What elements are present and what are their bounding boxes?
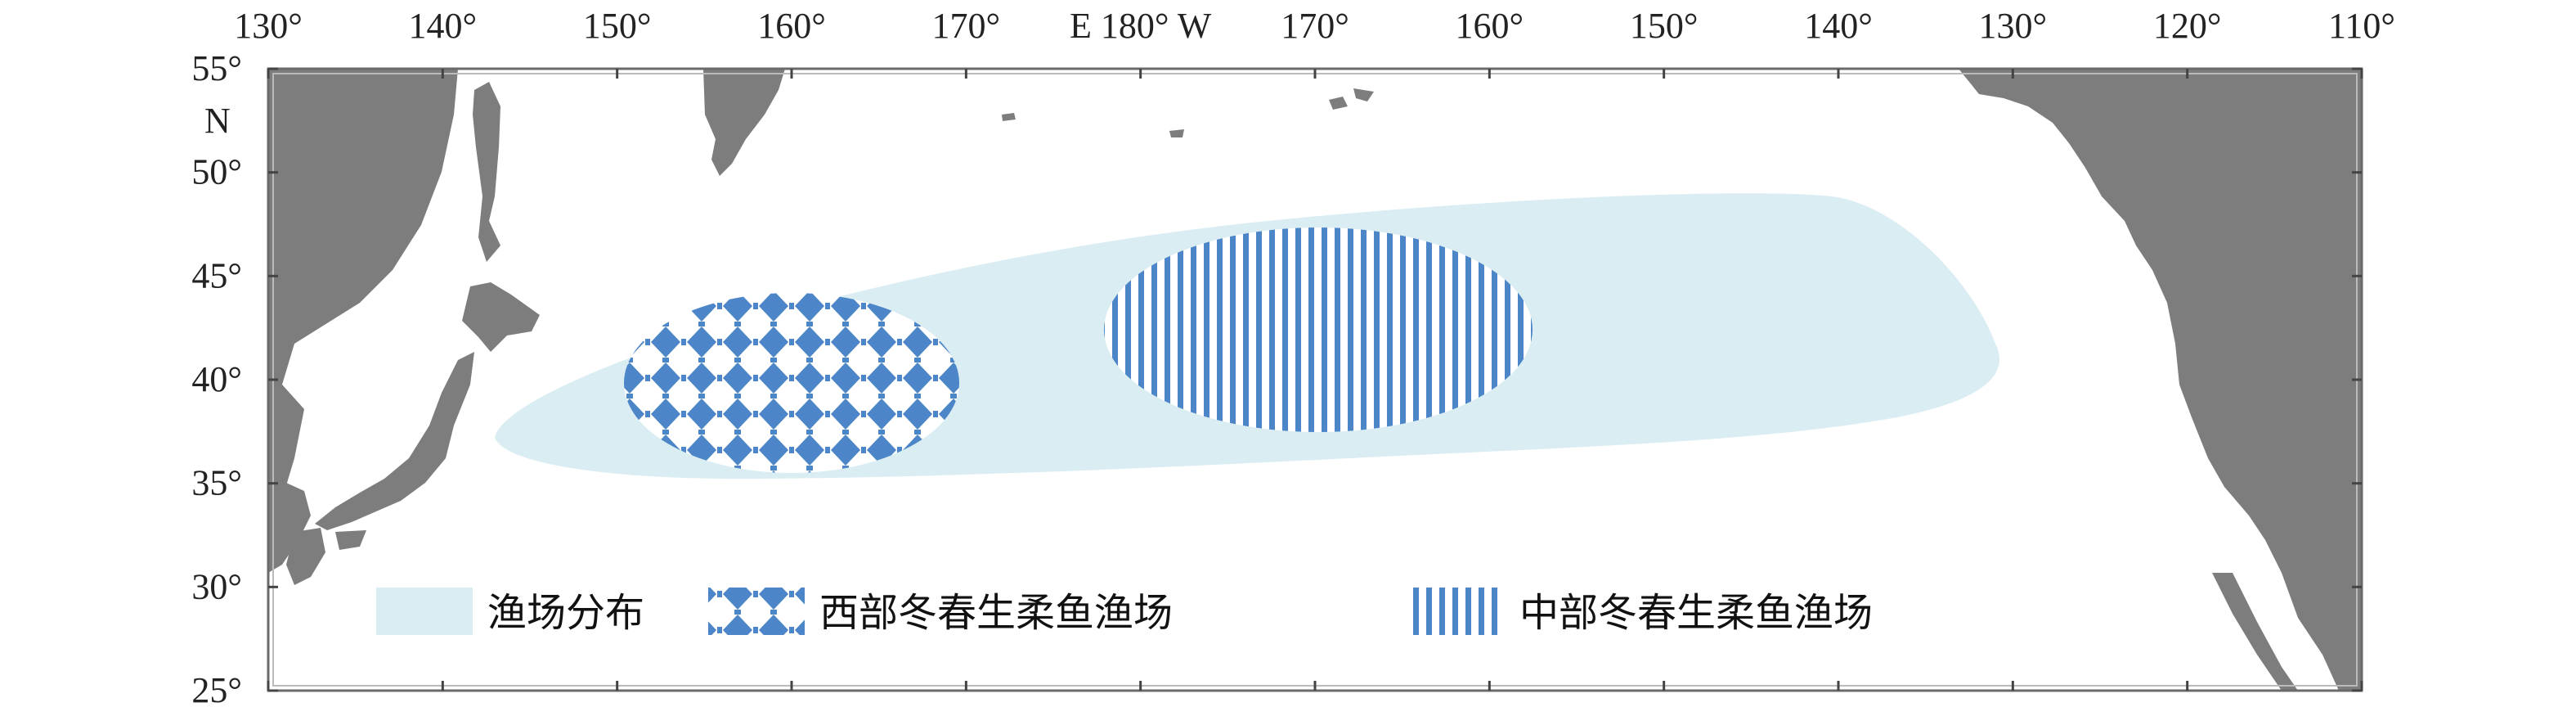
west-spawning-ground bbox=[624, 293, 959, 473]
central-spawning-ground bbox=[1104, 227, 1533, 432]
top-axis-label: 170° bbox=[1281, 6, 1349, 46]
legend-label-west-ground: 西部冬春生柔鱼渔场 bbox=[819, 590, 1173, 636]
legend-swatch-fishing-ground bbox=[376, 588, 473, 635]
left-axis: 55° 50° 45° 40° 35° 30° 25° bbox=[191, 48, 278, 710]
right-axis-ticks bbox=[2352, 67, 2362, 692]
left-axis-label: 35° bbox=[191, 463, 242, 503]
left-axis-label: 45° bbox=[191, 255, 242, 295]
top-axis-label: 140° bbox=[409, 6, 478, 46]
left-axis-label: 30° bbox=[191, 566, 242, 606]
gulf-of-california bbox=[2241, 565, 2322, 691]
land-north-america bbox=[1959, 69, 2362, 691]
bottom-axis-ticks bbox=[267, 681, 2363, 691]
land-kamchatka bbox=[703, 69, 785, 176]
top-axis-label: 160° bbox=[1456, 6, 1524, 46]
left-axis-label: 50° bbox=[191, 152, 242, 192]
top-axis-label: 130° bbox=[234, 6, 303, 46]
land-sakhalin bbox=[473, 82, 500, 262]
left-axis-label: 25° bbox=[191, 670, 242, 710]
top-axis-label: 160° bbox=[757, 6, 826, 46]
land-shikoku bbox=[335, 530, 366, 550]
top-axis-label: E 180° W bbox=[1070, 6, 1212, 46]
top-axis-label: 140° bbox=[1804, 6, 1873, 46]
legend-label-central-ground: 中部冬春生柔鱼渔场 bbox=[1519, 590, 1873, 636]
top-axis-label: 130° bbox=[1979, 6, 2048, 46]
land-baja bbox=[2212, 573, 2298, 691]
land-korea bbox=[268, 483, 311, 573]
top-axis-label: 110° bbox=[2328, 6, 2395, 46]
north-label: N bbox=[204, 101, 231, 141]
legend: 渔场分布 西部冬春生柔鱼渔场 中部冬春生柔鱼渔场 bbox=[376, 588, 1873, 636]
land-honshu bbox=[315, 352, 474, 530]
top-axis-label: 150° bbox=[1630, 6, 1699, 46]
top-axis-label: 170° bbox=[932, 6, 1001, 46]
land-asia-mainland bbox=[268, 69, 458, 532]
top-axis: 130° 140° 150° 160° 170° E 180° W 170° 160° 150°… bbox=[234, 6, 2395, 79]
land-kyushu bbox=[286, 528, 325, 585]
top-axis-label: 120° bbox=[2153, 6, 2222, 46]
land-hokkaido bbox=[462, 282, 540, 352]
top-axis-label: 150° bbox=[583, 6, 652, 46]
legend-swatch-central-ground bbox=[1408, 588, 1505, 635]
left-axis-label: 40° bbox=[191, 359, 242, 399]
legend-swatch-west-ground bbox=[708, 588, 805, 635]
land-vancouver-island bbox=[2118, 205, 2151, 231]
legend-label-fishing-ground: 渔场分布 bbox=[487, 590, 644, 636]
left-axis-label: 55° bbox=[191, 48, 242, 88]
